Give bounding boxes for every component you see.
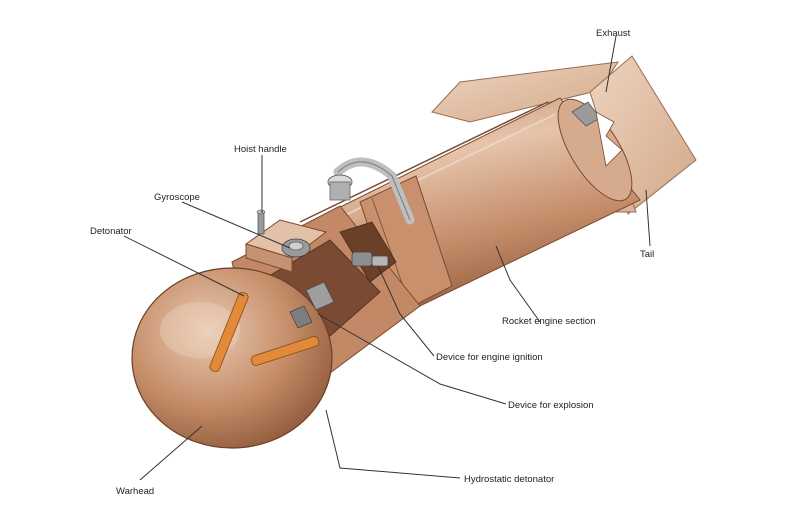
detonator-rod [209, 291, 249, 373]
internal-components [209, 238, 389, 373]
label-rocket-engine-section: Rocket engine section [502, 316, 595, 327]
warhead-rod [250, 336, 320, 366]
label-tail: Tail [640, 249, 654, 260]
label-detonator: Detonator [90, 226, 132, 237]
labels: Exhaust Hoist handle Gyroscope Detonator… [90, 28, 654, 497]
gyroscope-assembly [281, 238, 311, 258]
exhaust-notch [595, 111, 623, 167]
ignition-device [351, 251, 389, 267]
hoist-housing [244, 209, 328, 273]
label-warhead: Warhead [116, 486, 154, 497]
label-device-explosion: Device for explosion [508, 400, 594, 411]
label-device-engine-ignition: Device for engine ignition [436, 352, 543, 363]
label-exhaust: Exhaust [596, 28, 631, 39]
label-hydrostatic-detonator: Hydrostatic detonator [464, 474, 554, 485]
tube-rear-end [557, 98, 633, 202]
leader-lines [123, 35, 651, 481]
explosion-device [289, 281, 335, 329]
warhead-dome [131, 267, 333, 449]
label-gyroscope: Gyroscope [154, 192, 200, 203]
hoist-handle-post [257, 211, 265, 235]
label-hoist-handle: Hoist handle [234, 144, 287, 155]
